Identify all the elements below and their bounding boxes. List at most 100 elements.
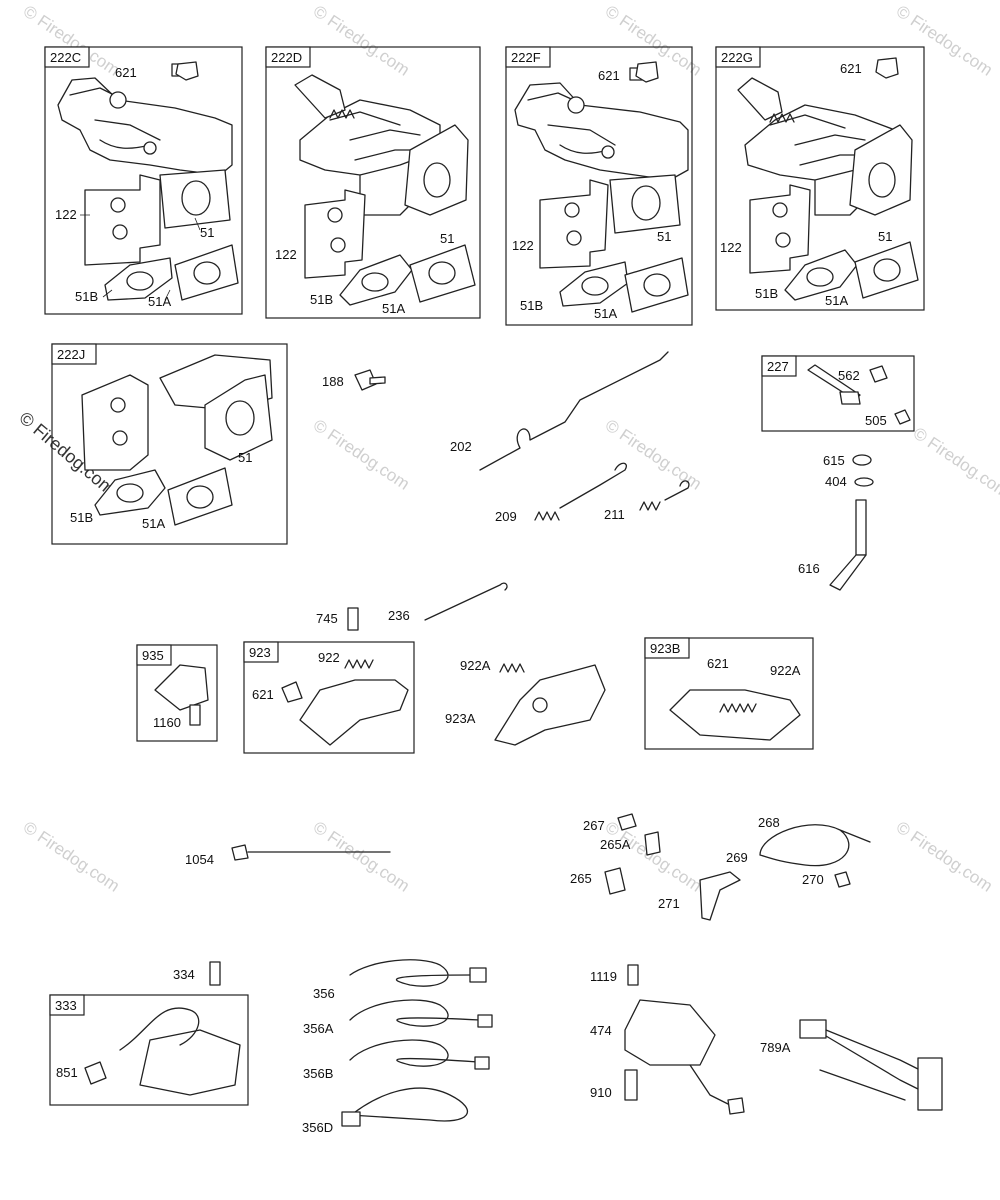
- part-label-122: 122: [275, 247, 297, 262]
- part-label-1054: 1054: [185, 852, 214, 867]
- governor-bracket: [514, 82, 689, 181]
- bracket: [154, 664, 209, 711]
- part-label-356D: 356D: [302, 1120, 333, 1135]
- control-bracket: [299, 679, 409, 746]
- part-1054-tie: 1054: [185, 844, 391, 867]
- watermark: © Firedog.com: [310, 2, 413, 80]
- part-label-923A: 923A: [445, 711, 476, 726]
- part-188: 188: [322, 369, 386, 391]
- part-label-745: 745: [316, 611, 338, 626]
- part-label-621: 621: [115, 65, 137, 80]
- part-label-188: 188: [322, 374, 344, 389]
- group-label-227: 227: [767, 359, 789, 374]
- group-label-222D: 222D: [271, 50, 302, 65]
- group-227: 227 562 505: [761, 355, 915, 432]
- control-bracket: [669, 689, 801, 741]
- group-label-222F: 222F: [511, 50, 541, 65]
- ignition-module-474: [624, 999, 716, 1066]
- part-789A-harness: 789A: [760, 1019, 943, 1111]
- watermark: © Firedog.com: [893, 818, 996, 896]
- group-label-935: 935: [142, 648, 164, 663]
- part-label-236: 236: [388, 608, 410, 623]
- part-label-51: 51: [238, 450, 252, 465]
- part-label-270: 270: [802, 872, 824, 887]
- part-label-51A: 51A: [382, 301, 405, 316]
- gasket-122: [84, 174, 161, 266]
- part-label-271: 271: [658, 896, 680, 911]
- part-label-122: 122: [720, 240, 742, 255]
- gasket-122: [304, 189, 366, 279]
- part-label-51: 51: [657, 229, 671, 244]
- group-label-222J: 222J: [57, 347, 85, 362]
- ignition-coil: [139, 1029, 241, 1096]
- part-label-202: 202: [450, 439, 472, 454]
- parts-615-404-616: 615 404 616: [798, 453, 874, 591]
- part-label-122: 122: [55, 207, 77, 222]
- part-label-51: 51: [878, 229, 892, 244]
- group-222J: 222J 51 51B 51A: [51, 343, 288, 545]
- part-label-267: 267: [583, 818, 605, 833]
- part-label-615: 615: [823, 453, 845, 468]
- part-209-spring: 209: [495, 462, 627, 524]
- part-label-851: 851: [56, 1065, 78, 1080]
- part-label-334: 334: [173, 967, 195, 982]
- watermark: © Firedog.com: [310, 416, 413, 494]
- part-621-clips: [175, 57, 899, 83]
- group-222F: 222F 621 122 51 51B 51A: [505, 46, 693, 326]
- part-label-621: 621: [840, 61, 862, 76]
- part-label-265: 265: [570, 871, 592, 886]
- part-label-922A: 922A: [460, 658, 491, 673]
- part-label-51: 51: [440, 231, 454, 246]
- parts-265-271: 267 265A 265 268 269 270 271: [570, 813, 871, 921]
- group-label-923B: 923B: [650, 641, 680, 656]
- part-202-link: 202: [450, 351, 669, 471]
- part-label-51B: 51B: [520, 298, 543, 313]
- part-label-209: 209: [495, 509, 517, 524]
- part-label-910: 910: [590, 1085, 612, 1100]
- part-745: 745: [316, 607, 359, 631]
- part-label-51A: 51A: [148, 294, 171, 309]
- watermark: © Firedog.com: [910, 424, 1000, 502]
- part-label-51B: 51B: [70, 510, 93, 525]
- group-label-222G: 222G: [721, 50, 753, 65]
- watermark: © Firedog.com: [310, 818, 413, 896]
- part-label-51B: 51B: [75, 289, 98, 304]
- part-label-621: 621: [598, 68, 620, 83]
- group-935: 935 1160: [136, 644, 218, 742]
- part-label-621: 621: [707, 656, 729, 671]
- governor-bracket: [57, 77, 233, 176]
- part-label-404: 404: [825, 474, 847, 489]
- part-label-211: 211: [604, 507, 625, 522]
- part-label-356B: 356B: [303, 1066, 333, 1081]
- group-label-923: 923: [249, 645, 271, 660]
- wire-harnesses-356: 356 356A 356B 356D: [302, 959, 493, 1135]
- part-label-356: 356: [313, 986, 335, 1001]
- part-236-rod: 236: [388, 582, 508, 623]
- part-label-265A: 265A: [600, 837, 631, 852]
- part-label-269: 269: [726, 850, 748, 865]
- lever-arm: [807, 364, 861, 401]
- group-label-222C: 222C: [50, 50, 81, 65]
- gasket-122: [539, 179, 609, 269]
- part-label-51A: 51A: [594, 306, 617, 321]
- part-label-922: 922: [318, 650, 340, 665]
- part-label-51A: 51A: [825, 293, 848, 308]
- part-label-616: 616: [798, 561, 820, 576]
- part-label-51A: 51A: [142, 516, 165, 531]
- part-label-789A: 789A: [760, 1040, 791, 1055]
- part-label-51B: 51B: [310, 292, 333, 307]
- watermark: © Firedog.com: [20, 2, 123, 80]
- parts-474-910: 1119 474 910: [590, 964, 745, 1115]
- part-label-621: 621: [252, 687, 274, 702]
- group-222C: 222C 621 122 51 51B 51A: [44, 46, 243, 315]
- part-label-922A: 922A: [770, 663, 801, 678]
- part-label-505: 505: [865, 413, 887, 428]
- group-label-333: 333: [55, 998, 77, 1013]
- group-222D: 222D 122 51 51B 51A: [265, 46, 481, 319]
- part-label-51B: 51B: [755, 286, 778, 301]
- spring-922: [344, 659, 374, 669]
- part-211-spring: 211: [604, 480, 690, 522]
- watermark: © Firedog.com: [602, 416, 705, 494]
- gasket-122: [81, 374, 149, 471]
